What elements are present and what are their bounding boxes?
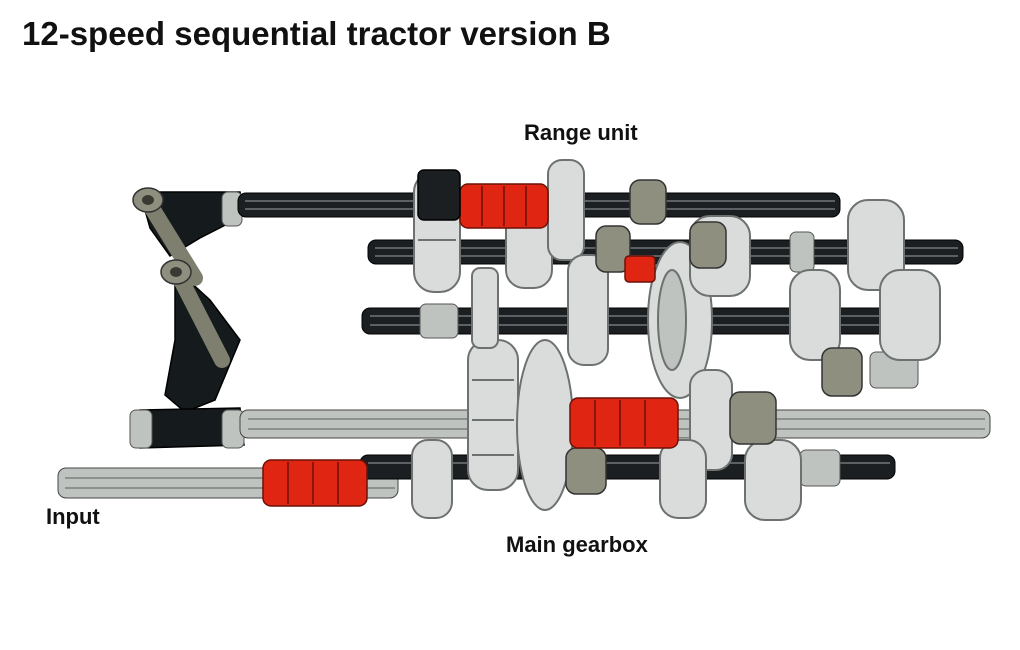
clutch-couplings xyxy=(262,183,679,507)
knob-gears xyxy=(565,179,863,495)
gear-vertical xyxy=(471,267,499,349)
bushing-lower-left xyxy=(129,409,153,449)
label-main-gearbox: Main gearbox xyxy=(506,532,648,557)
clutch-input xyxy=(262,459,368,507)
gear-main-5 xyxy=(659,439,707,519)
linkage-pin-1-hole xyxy=(142,195,154,205)
diagram-title: 12-speed sequential tractor version B xyxy=(22,15,611,52)
linkage-rod-lower xyxy=(172,270,230,368)
clutch-main xyxy=(569,397,679,449)
gear-right-2 xyxy=(847,199,905,291)
linkage-pin-2-hole xyxy=(170,267,182,277)
bushings xyxy=(419,231,919,487)
gear-main-1 xyxy=(467,339,519,491)
label-input: Input xyxy=(46,504,100,529)
gear-right-3 xyxy=(789,269,841,361)
clutch-small xyxy=(624,255,656,283)
gear-main-2 xyxy=(516,339,574,511)
connector-top xyxy=(417,169,461,221)
linkage-beam-vertical xyxy=(164,266,241,413)
label-range-unit: Range unit xyxy=(524,120,638,145)
gear-range-4 xyxy=(567,254,609,366)
gear-main-6 xyxy=(744,439,802,521)
linkage-assembly xyxy=(129,187,246,449)
gear-range-3 xyxy=(547,159,585,261)
gear-right-4 xyxy=(879,269,941,361)
gear-main-3 xyxy=(411,439,453,519)
